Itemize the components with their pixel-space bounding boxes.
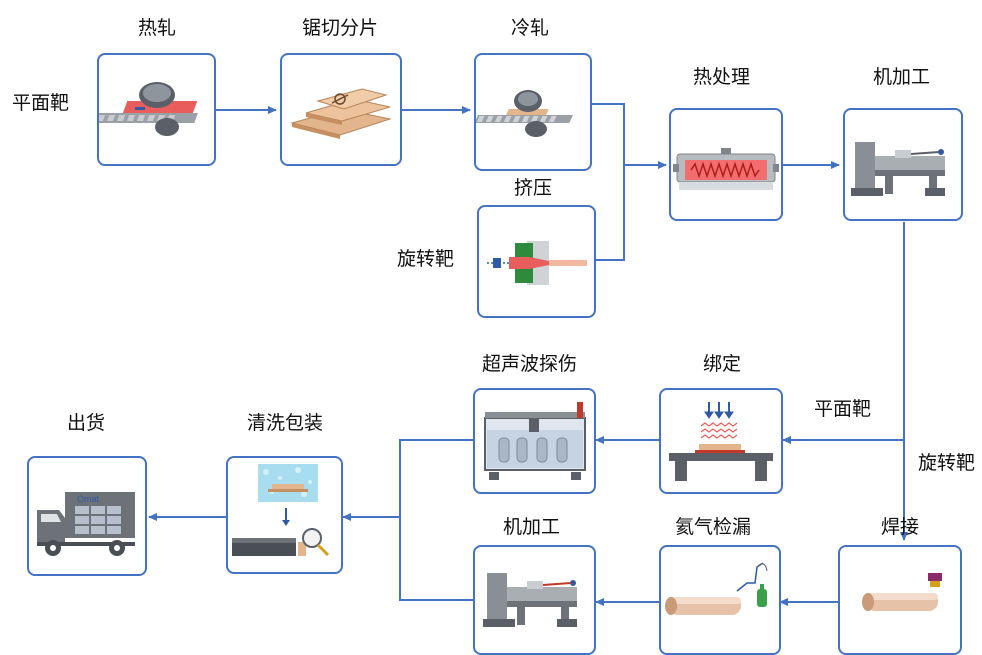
label-welding: 焊接 [881, 516, 920, 538]
step-box-shipping: Omat [27, 456, 147, 576]
label-machining-bottom: 机加工 [503, 516, 561, 538]
step-box-helium-leak [659, 545, 781, 655]
hot-rolling-illustration [99, 82, 198, 136]
label-ultrasonic: 超声波探伤 [482, 353, 578, 375]
label-extrusion: 挤压 [514, 177, 553, 199]
label-shipping: 出货 [67, 412, 106, 434]
heat-treatment-illustration [673, 148, 779, 190]
step-box-machining-bottom [473, 545, 596, 655]
step-box-ultrasonic [473, 388, 596, 494]
saw-cutting-illustration [290, 88, 392, 139]
truck-icon: Omat [37, 492, 135, 556]
helium-leak-illustration [665, 562, 768, 615]
welding-illustration [862, 573, 942, 611]
step-box-hot-rolling [97, 53, 216, 166]
lathe-illustration-bottom [483, 573, 577, 627]
label-bonding: 绑定 [703, 353, 742, 375]
label-cleaning-packing: 清洗包装 [247, 412, 324, 434]
label-cold-rolling: 冷轧 [511, 17, 550, 39]
bonding-illustration [669, 402, 773, 481]
step-box-bonding [659, 388, 783, 494]
step-box-welding [838, 545, 962, 655]
truck-logo-text: Omat [77, 494, 100, 504]
connector-coldroll-merge [592, 103, 625, 261]
step-box-cleaning-packing [226, 456, 343, 574]
label-rotary-target-right: 旋转靶 [918, 452, 976, 474]
step-box-saw-cutting [280, 53, 402, 166]
label-planar-target-left: 平面靶 [12, 92, 70, 114]
label-saw-cutting: 锯切分片 [302, 17, 379, 39]
connector-ultrasonic-machining-merge [399, 439, 473, 601]
label-hot-rolling: 热轧 [138, 17, 177, 39]
step-box-cold-rolling [474, 53, 592, 171]
extrusion-illustration [487, 241, 587, 285]
label-planar-target-right: 平面靶 [814, 398, 872, 420]
cold-rolling-illustration [476, 90, 574, 137]
cleaning-packing-illustration [232, 464, 330, 557]
lathe-illustration-top [851, 142, 945, 196]
step-box-heat-treatment [669, 108, 783, 221]
label-heat-treatment: 热处理 [693, 66, 751, 88]
label-rotary-target-left: 旋转靶 [397, 248, 455, 270]
label-helium-leak: 氦气检漏 [675, 516, 752, 538]
ultrasonic-illustration [484, 402, 586, 480]
step-box-extrusion [477, 205, 596, 318]
step-box-machining-top [843, 108, 963, 221]
label-machining-top: 机加工 [873, 66, 931, 88]
